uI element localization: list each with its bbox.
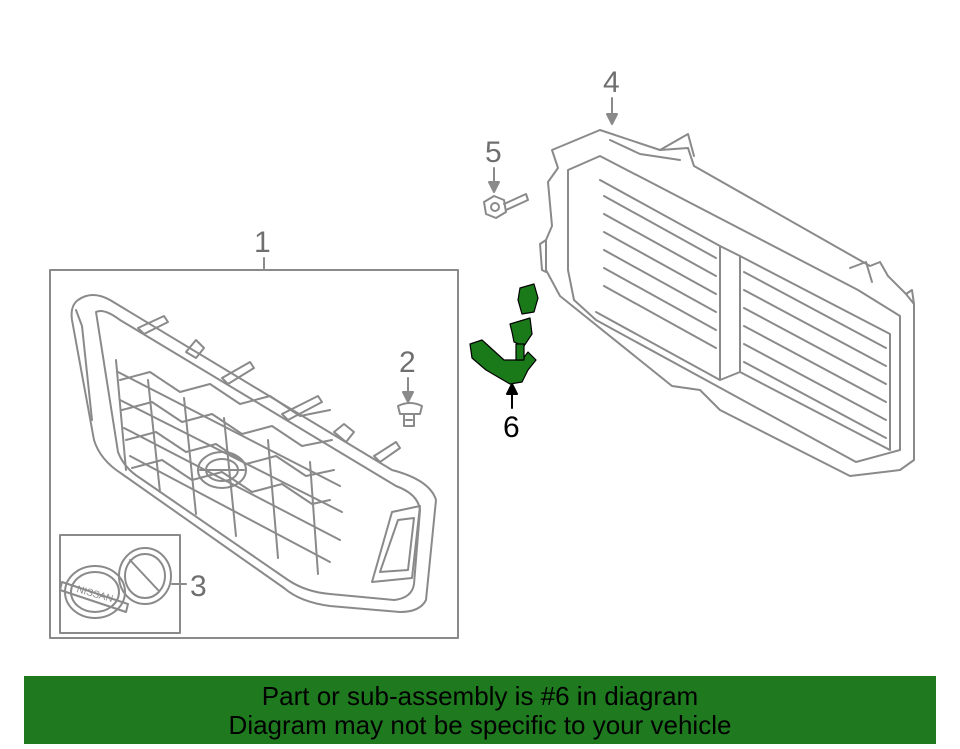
grille-shell [70, 294, 437, 613]
grille-assembly-frame [49, 269, 459, 639]
grille-emblem-center [197, 451, 247, 489]
clip-part [397, 402, 423, 427]
callout-2: 2 [399, 346, 416, 379]
grille-mounting-tabs [137, 315, 401, 463]
callout-1: 1 [254, 226, 271, 259]
callout-arrow-5 [488, 181, 500, 193]
callout-6: 6 [503, 411, 520, 444]
banner-line-1: Part or sub-assembly is #6 in diagram [261, 681, 699, 711]
callout-4: 4 [603, 66, 620, 99]
callout-arrow-2 [402, 391, 414, 403]
emblem-cover-plate [118, 547, 172, 605]
callout-arrow-4 [606, 113, 618, 125]
radiator-core-support [539, 129, 915, 477]
callout-3: 3 [190, 570, 207, 603]
callout-5: 5 [485, 136, 502, 169]
banner-line-2: Diagram may not be specific to your vehi… [228, 710, 732, 740]
callout-arrow-6 [506, 383, 518, 395]
bolt-part [483, 193, 529, 219]
parts-diagram: 1 2 3 4 5 6 NISSAN [49, 66, 915, 639]
emblem-badge [59, 565, 129, 619]
grille-mesh [115, 359, 343, 575]
notice-banner: Part or sub-assembly is #6 in diagram Di… [24, 676, 936, 744]
highlighted-bracket-part [469, 283, 539, 385]
